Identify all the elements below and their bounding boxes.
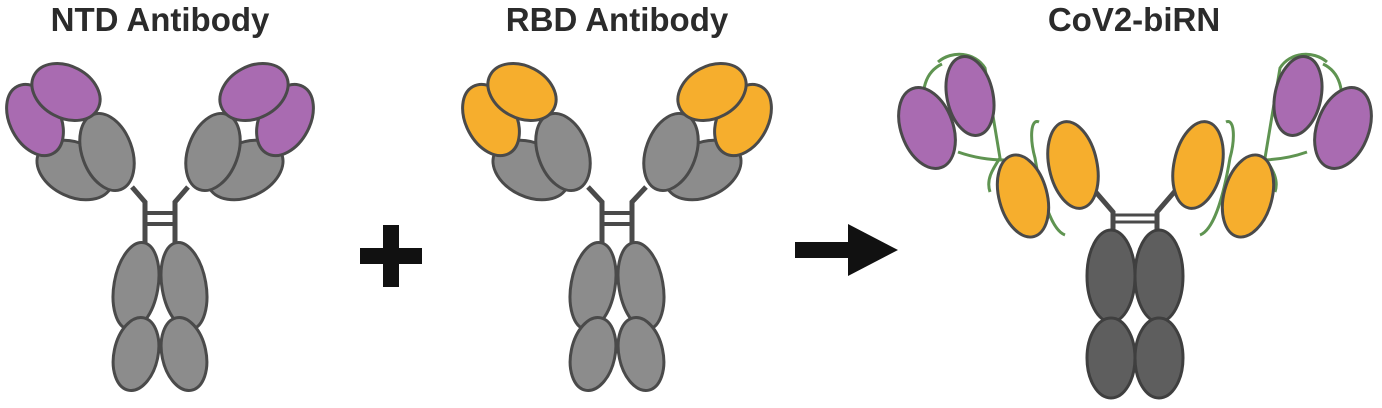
birn-left-rbd-vl	[995, 153, 1051, 239]
birn-left-arm	[897, 55, 1100, 239]
rbd-right-arm	[642, 61, 773, 202]
rbd-antibody-title: RBD Antibody	[505, 1, 729, 38]
birn-linkers	[922, 52, 1343, 237]
ntd-antibody-title: NTD Antibody	[50, 1, 270, 38]
birn-left-rbd-vh	[1046, 120, 1100, 210]
birn-right-rbd-vh	[1171, 120, 1225, 210]
birn-left-ntd-vh	[944, 55, 996, 137]
rbd-right-vh	[676, 61, 748, 123]
ntd-fc	[111, 241, 209, 392]
birn-right-arm	[1171, 55, 1373, 239]
rbd-antibody	[461, 61, 773, 392]
ntd-right-arm	[184, 61, 315, 202]
rbd-left-vh	[486, 61, 558, 123]
ntd-left-arm	[5, 61, 136, 202]
rbd-left-arm	[461, 61, 592, 202]
rbd-hinge	[586, 185, 648, 245]
birn-hinge	[1092, 188, 1178, 232]
birn-right-ntd-vh	[1272, 55, 1324, 137]
ntd-left-vh	[30, 61, 102, 123]
birn-right-rbd-vl	[1220, 153, 1276, 239]
plus-icon	[360, 225, 422, 287]
ntd-right-vh	[218, 61, 290, 123]
arrow-right-icon	[795, 224, 898, 276]
birn-left-ntd-vl	[897, 86, 957, 170]
birn-fc	[1085, 228, 1185, 400]
ntd-hinge	[130, 185, 190, 245]
rbd-fc	[568, 241, 666, 392]
cov2-birn	[897, 52, 1373, 400]
birn-right-ntd-vl	[1313, 86, 1373, 170]
cov2-birn-title: CoV2-biRN	[1047, 1, 1221, 38]
ntd-antibody	[5, 61, 315, 392]
